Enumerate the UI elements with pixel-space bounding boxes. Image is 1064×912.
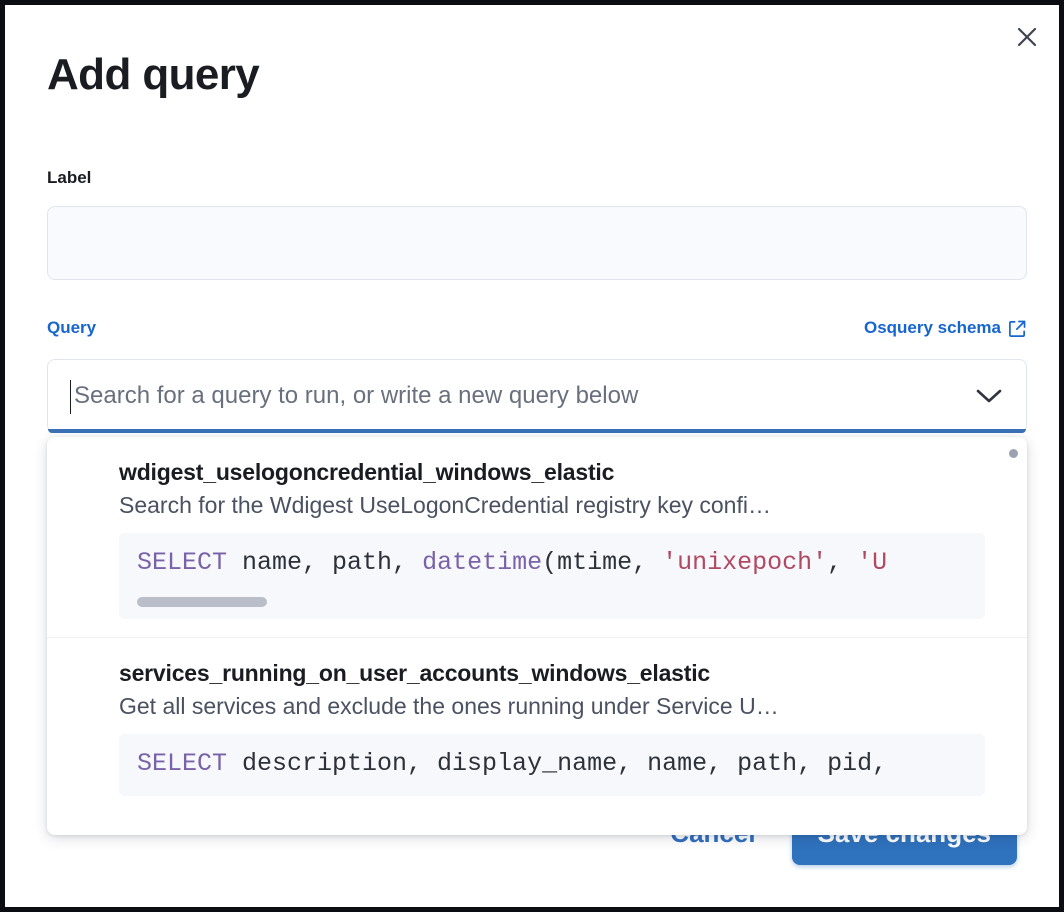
sql-code-block: SELECT description, display_name, name, …: [119, 734, 985, 796]
label-field-label: Label: [47, 168, 92, 187]
osquery-schema-link-label: Osquery schema: [863, 318, 1001, 337]
query-search-placeholder: Search for a query to run, or write a ne…: [74, 382, 639, 409]
query-suggestions-list: wdigest_uselogoncredential_windows_elast…: [47, 437, 1027, 835]
external-link-icon: [1008, 318, 1027, 338]
query-field-header: Query Osquery schema: [47, 318, 1027, 344]
sql-code-line: SELECT name, path, datetime(mtime, 'unix…: [137, 548, 888, 577]
list-item-description: Search for the Wdigest UseLogonCredentia…: [119, 492, 771, 518]
close-button[interactable]: [1007, 17, 1047, 57]
list-item-description: Get all services and exclude the ones ru…: [119, 693, 779, 719]
add-query-modal: Add query Label Query Osquery schema Sea…: [5, 5, 1059, 907]
list-item-title: services_running_on_user_accounts_window…: [119, 660, 710, 686]
sql-code-line: SELECT description, display_name, name, …: [137, 749, 888, 778]
chevron-down-icon[interactable]: [974, 360, 1004, 432]
query-search-combobox[interactable]: Search for a query to run, or write a ne…: [47, 359, 1027, 433]
dropdown-scrollbar[interactable]: [1009, 449, 1018, 458]
list-item[interactable]: wdigest_uselogoncredential_windows_elast…: [47, 437, 1027, 637]
code-horizontal-scrollbar[interactable]: [137, 597, 267, 607]
label-input[interactable]: [47, 206, 1027, 280]
page-title: Add query: [47, 50, 260, 99]
query-suggestions-dropdown: wdigest_uselogoncredential_windows_elast…: [47, 437, 1027, 835]
close-icon: [1015, 25, 1039, 49]
list-item[interactable]: services_running_on_user_accounts_window…: [47, 637, 1027, 814]
text-caret: [70, 380, 71, 414]
sql-code-block: SELECT name, path, datetime(mtime, 'unix…: [119, 533, 985, 619]
list-item-title: wdigest_uselogoncredential_windows_elast…: [119, 459, 615, 485]
osquery-schema-link[interactable]: Osquery schema: [864, 318, 1027, 338]
query-field-label: Query: [47, 318, 97, 337]
